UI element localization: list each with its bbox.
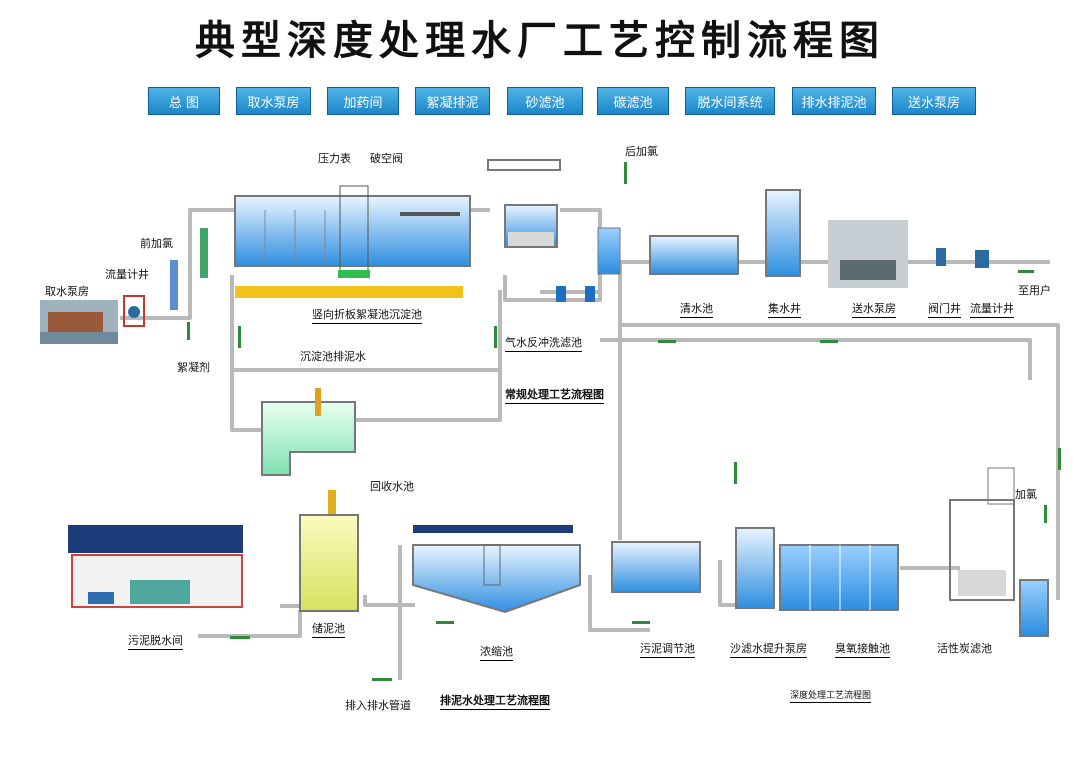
page-title: 典型深度处理水厂工艺控制流程图 xyxy=(195,17,885,64)
flow-meter-icon xyxy=(123,295,145,327)
collection-well-graphic xyxy=(765,189,801,277)
label-ozone-contact-tank: 臭氧接触池 xyxy=(835,640,890,658)
dosing-injector-icon xyxy=(170,260,178,310)
label-activated-carbon-filter: 活性炭滤池 xyxy=(937,642,992,655)
intake-pump-house-image xyxy=(40,300,118,344)
label-flow-meter-well: 流量计井 xyxy=(105,268,149,281)
lift-pump-tank-graphic xyxy=(735,527,775,609)
label-sludge-dewatering-room: 污泥脱水间 xyxy=(128,632,183,650)
backwash-filter-graphic xyxy=(487,159,621,302)
label-thickener: 浓缩池 xyxy=(480,643,513,661)
label-sedimentation-tank: 竖向折板絮凝池沉淀池 xyxy=(312,306,422,324)
label-advanced-process: 深度处理工艺流程图 xyxy=(790,688,872,703)
nav-button-supply-pump[interactable]: 送水泵房 xyxy=(892,87,976,115)
label-recovery-tank: 回收水池 xyxy=(370,480,414,493)
label-flow-meter-well-2: 流量计井 xyxy=(970,300,1014,318)
label-valve-well: 阀门井 xyxy=(928,300,961,318)
flow-meter-icon-2 xyxy=(975,250,989,268)
activated-carbon-filter-graphic xyxy=(949,467,1049,637)
sedimentation-tank-graphic xyxy=(234,185,471,298)
label-drain-pipe: 排入排水管道 xyxy=(345,699,411,712)
label-flocculant: 絮凝剂 xyxy=(177,361,210,374)
nav-button-dosing[interactable]: 加药间 xyxy=(327,87,399,115)
label-supply-pump-house: 送水泵房 xyxy=(852,300,896,318)
label-to-users: 至用户 xyxy=(1018,284,1051,297)
label-clear-water-tank: 清水池 xyxy=(680,300,713,318)
label-sludge-drain: 沉淀池排泥水 xyxy=(300,350,366,363)
label-vacuum-valve: 破空阀 xyxy=(370,152,403,165)
nav-button-sand-filter[interactable]: 砂滤池 xyxy=(507,87,583,115)
label-sludge-regulating-tank: 污泥调节池 xyxy=(640,640,695,658)
mixer-icon xyxy=(200,228,208,278)
label-collection-well: 集水井 xyxy=(768,300,801,318)
nav-button-carbon-filter[interactable]: 碳滤池 xyxy=(597,87,669,115)
label-pressure-gauge: 压力表 xyxy=(318,152,351,165)
sludge-storage-tank-graphic xyxy=(299,514,359,612)
label-filtered-lift-pump: 沙滤水提升泵房 xyxy=(730,640,807,658)
label-pre-chlorination: 前加氯 xyxy=(140,237,173,250)
nav-button-dewatering[interactable]: 脱水间系统 xyxy=(685,87,775,115)
thickener-graphic xyxy=(412,525,581,614)
recovery-tank-graphic xyxy=(261,401,356,476)
nav-button-intake-pump[interactable]: 取水泵房 xyxy=(236,87,311,115)
sludge-dewatering-room-graphic xyxy=(68,525,243,608)
nav-button-overview[interactable]: 总 图 xyxy=(148,87,220,115)
label-chlorination: 加氯 xyxy=(1015,488,1037,501)
label-sludge-storage: 储泥池 xyxy=(312,620,345,638)
label-post-chlorination: 后加氯 xyxy=(625,145,658,158)
label-conventional-process: 常规处理工艺流程图 xyxy=(505,386,604,404)
nav-button-flocculation[interactable]: 絮凝排泥 xyxy=(415,87,490,115)
label-intake-pump-house: 取水泵房 xyxy=(45,285,89,298)
sludge-regulating-tank-graphic xyxy=(611,541,701,593)
valve-icon xyxy=(936,248,946,266)
ozone-contact-tank-graphic xyxy=(779,544,899,611)
nav-button-drainage[interactable]: 排水排泥池 xyxy=(792,87,876,115)
label-backwash-filter: 气水反冲洗滤池 xyxy=(505,334,582,352)
clear-water-tank-graphic xyxy=(649,235,739,275)
label-sludge-process: 排泥水处理工艺流程图 xyxy=(440,692,550,710)
